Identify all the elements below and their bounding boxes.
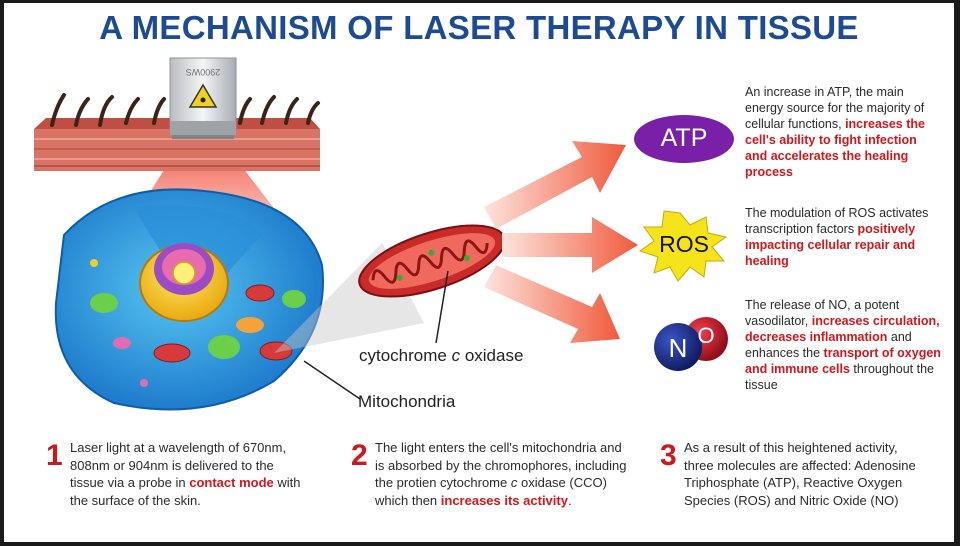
- arrow-to-no: [484, 265, 620, 343]
- step-1: 1 Laser light at a wavelength of 670nm, …: [46, 439, 308, 529]
- laser-warning-icon: [188, 83, 218, 108]
- cell-illustration: [54, 188, 324, 411]
- oxygen-label: O: [697, 323, 715, 348]
- atp-molecule-icon: [634, 115, 734, 163]
- step-3: 3 As a result of this heightened activit…: [660, 439, 930, 535]
- infographic-frame: A MECHANISM OF LASER THERAPY IN TISSUE: [4, 3, 954, 542]
- step-text: The light enters the cell's mitochondria…: [375, 440, 627, 508]
- arrow-to-ros: [502, 217, 638, 273]
- illustration: [34, 57, 734, 411]
- ros-molecule-icon: [638, 210, 728, 282]
- enzyme-label: cytochrome c oxidase: [359, 346, 524, 365]
- step-text: As a result of this heightened activity,…: [684, 440, 916, 508]
- probe-model-text: 2900WS: [185, 67, 221, 77]
- step-number: 3: [660, 439, 677, 472]
- nitrogen-atom-icon: [654, 323, 702, 371]
- laser-probe-illustration: [169, 57, 237, 139]
- page-title: A MECHANISM OF LASER THERAPY IN TISSUE: [99, 9, 859, 46]
- mitochondria-label: Mitochondria: [358, 392, 456, 411]
- skin-tissue-illustration: [34, 93, 320, 171]
- step-2: 2 The light enters the cell's mitochondr…: [351, 439, 631, 535]
- mitochondrion-illustration: [358, 224, 506, 298]
- ros-label: ROS: [659, 231, 709, 257]
- nitrogen-label: N: [668, 333, 688, 363]
- enzyme-pointer-line: [435, 270, 449, 344]
- mitochondria-pointer-line: [303, 360, 361, 400]
- no-description: The release of NO, a potent vasodilator,…: [745, 298, 941, 392]
- arrow-to-atp: [484, 141, 626, 229]
- ros-description: The modulation of ROS activates transcri…: [745, 206, 929, 268]
- step-number: 1: [46, 439, 63, 472]
- atp-label: ATP: [660, 124, 708, 152]
- atp-description: An increase in ATP, the main energy sour…: [745, 85, 925, 179]
- step-text: Laser light at a wavelength of 670nm, 80…: [70, 440, 301, 508]
- step-number: 2: [351, 439, 368, 472]
